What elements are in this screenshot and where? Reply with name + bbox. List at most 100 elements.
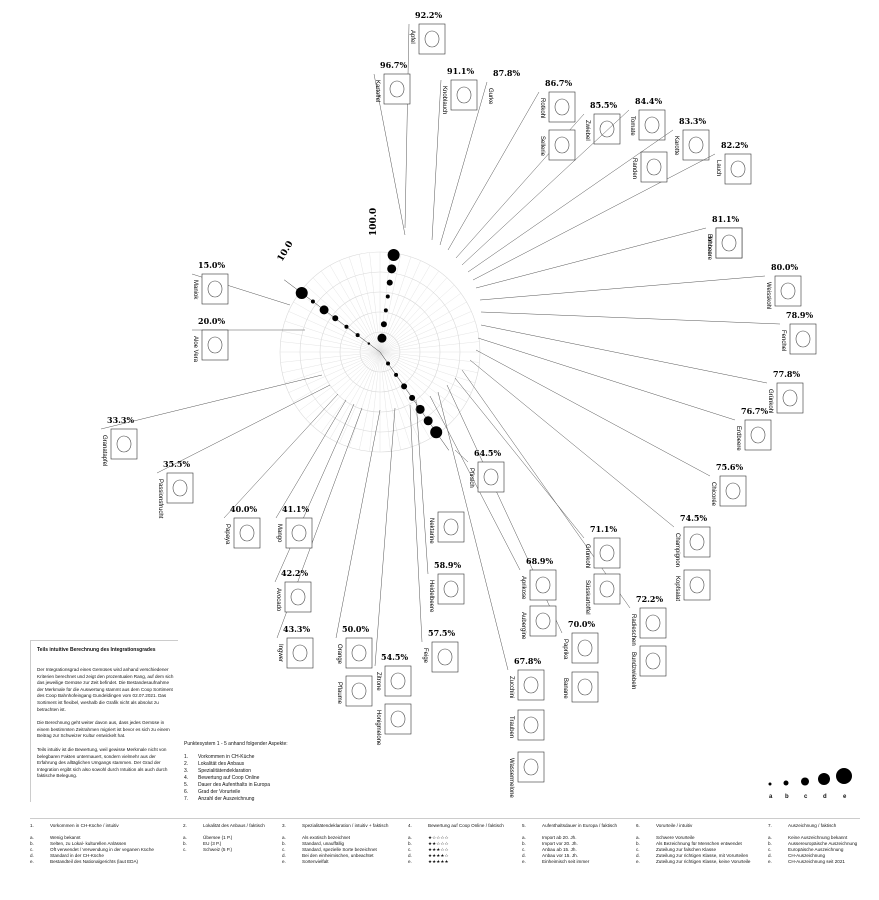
grid-spoke: [379, 351, 476, 384]
grid-spoke: [288, 351, 381, 393]
category-label: Pfirsich: [468, 468, 474, 488]
illustration-sketch: [730, 160, 746, 178]
score-axis: [379, 351, 449, 451]
grid-spoke: [288, 311, 381, 353]
points-text: Lokalität des Anbaus: [198, 761, 245, 767]
grid-spoke: [379, 351, 472, 393]
category-label: Grünkohl: [767, 389, 773, 413]
points-text: Vorkommen in CH-Küche: [198, 754, 255, 760]
illustration-sketch: [390, 710, 406, 728]
points-text: Dauer des Aufenthalts in Europa: [198, 782, 270, 788]
category-label: Kopfsalat: [674, 576, 680, 601]
footer-item: d.Bei den einheimischen, unbeachtet: [282, 853, 388, 859]
illustration-sketch: [577, 639, 593, 657]
illustration-frame: [774, 275, 802, 307]
footer-item-letter: c.: [408, 847, 412, 853]
illustration-sketch: [424, 30, 440, 48]
leader-line: [373, 73, 406, 236]
illustration-frame: [593, 537, 621, 569]
illustration-sketch: [292, 644, 308, 662]
category-label: Heidelbeere: [428, 580, 434, 613]
illustration-frame: [201, 273, 229, 305]
value-label: 33.3%: [107, 415, 134, 425]
footer-item-text: ★☆☆☆☆: [428, 835, 449, 841]
illustration-sketch: [688, 136, 704, 154]
footer-item-text: Als Bezeichnung für Menschen entwendet: [656, 841, 742, 847]
category-label: Randen: [631, 158, 637, 179]
footer-item: d.Zuteilung zur richtigen Klasse, mit Vo…: [636, 853, 750, 859]
illustration-frame: [639, 645, 667, 677]
grid-spoke: [379, 351, 467, 403]
grid-spoke: [379, 311, 472, 353]
footer-title: 7.Auszeichnung / faktisch: [768, 823, 857, 829]
footer-item-text: ★★★☆☆: [428, 847, 449, 853]
illustration-frame: [683, 526, 711, 558]
illustration-sketch: [443, 580, 459, 598]
leader-line: [461, 369, 631, 609]
grid-spoke: [348, 256, 381, 353]
footer-number: 3.: [282, 823, 286, 828]
category-label: Süsskartoffel: [584, 580, 590, 615]
illustration-frame: [437, 511, 465, 543]
leader-line: [431, 79, 442, 241]
category-label: Aubergine: [520, 612, 526, 640]
info-paragraph: Die Berechnung geht weiter davon aus, da…: [37, 720, 170, 739]
value-label: 57.5%: [428, 628, 455, 638]
illustration-sketch: [523, 716, 539, 734]
leader-line: [404, 23, 410, 229]
footer-item-text: Schweiz (5 P.): [203, 847, 233, 853]
illustration-sketch: [721, 234, 737, 252]
points-head: Punktesystem 1 - 5 anhand folgender Aspe…: [184, 741, 288, 747]
value-label: 20.0%: [198, 316, 225, 326]
illustration-sketch: [535, 612, 551, 630]
illustration-frame: [548, 129, 576, 161]
footer-item-letter: b.: [636, 841, 640, 847]
value-label: 96.7%: [380, 60, 407, 70]
footer-item: e.Einheimisch seit immer: [522, 859, 617, 865]
illustration-frame: [776, 382, 804, 414]
footer-item: a.Keine Auszeichnung bekannt: [768, 835, 857, 841]
points-text: Bewertung auf Coop Online: [198, 775, 260, 781]
illustration-frame: [593, 573, 621, 605]
footer-item-letter: b.: [522, 841, 526, 847]
footer-item-text: Anbau vor 15. Jh.: [542, 853, 579, 859]
leader-line: [479, 275, 766, 301]
illustration-frame: [517, 709, 545, 741]
grid-spoke: [379, 277, 448, 353]
illustration-sketch: [646, 158, 662, 176]
value-label: 50.0%: [342, 624, 369, 634]
category-label: Nektarine: [428, 518, 434, 544]
category-label: Knoblauch: [441, 86, 447, 114]
illustration-frame: [529, 605, 557, 637]
leader-line: [100, 374, 323, 430]
footer-item-letter: a.: [636, 835, 640, 841]
leader-line: [467, 129, 674, 273]
illustration-sketch: [577, 678, 593, 696]
grid-spoke: [284, 351, 381, 384]
category-label: Avocado: [275, 588, 281, 612]
grid-spoke: [293, 351, 381, 403]
grid-spoke: [379, 351, 480, 363]
footer-item-letter: b.: [30, 841, 34, 847]
category-label: Champignon: [674, 533, 680, 567]
footer-item-letter: e.: [636, 859, 640, 865]
illustration-sketch: [351, 682, 367, 700]
value-label: 58.9%: [434, 560, 461, 570]
leader-line: [472, 153, 716, 281]
illustration-sketch: [523, 758, 539, 776]
score-dot: [385, 294, 390, 299]
value-label: 77.8%: [773, 369, 800, 379]
footer-heading: Lokalität des Anbaus / faktisch: [203, 823, 265, 828]
footer-item-letter: c.: [768, 847, 772, 853]
category-label: Bundzwiebeln: [630, 652, 636, 689]
points-item: 4.Bewertung auf Coop Online: [184, 775, 334, 782]
footer-item: b. Als Bezeichnung für Menschen entwendet: [636, 841, 750, 847]
illustration-sketch: [599, 120, 615, 138]
leader-line: [475, 349, 711, 477]
points-item: 7.Anzahl der Auszeichnung: [184, 796, 334, 803]
category-label: Zitrone: [375, 672, 381, 691]
footer-item: a.Wenig bekannt: [30, 835, 154, 841]
category-label: Zwiebel: [584, 120, 590, 141]
